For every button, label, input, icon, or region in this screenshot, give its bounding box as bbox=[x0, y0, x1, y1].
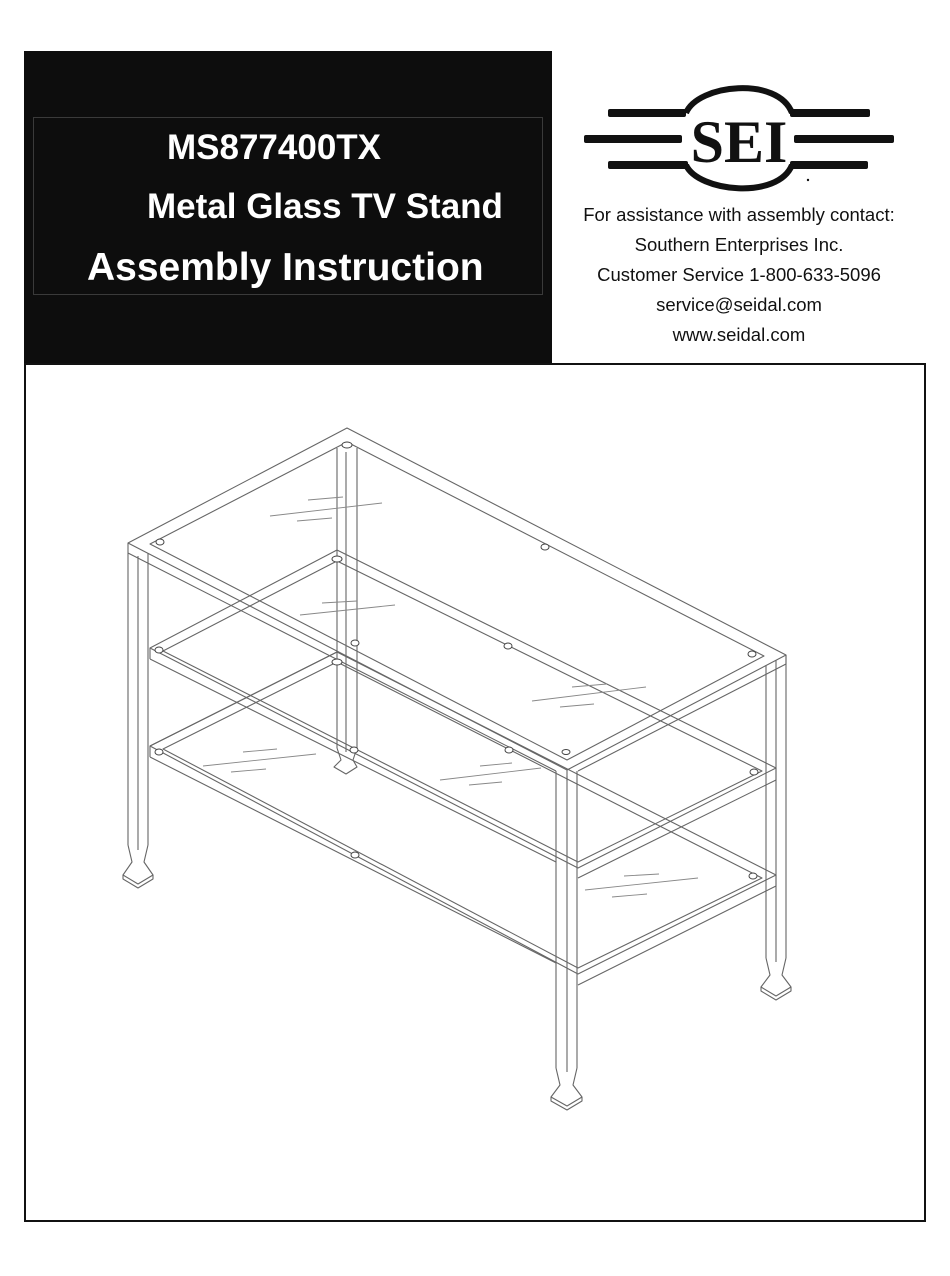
back-right-leg bbox=[760, 655, 792, 1001]
title-block: MS877400TX Metal Glass TV Stand Assembly… bbox=[24, 51, 552, 363]
title-rule-box bbox=[33, 117, 543, 295]
front-right-leg bbox=[550, 771, 583, 1111]
middle-shelf bbox=[149, 549, 777, 879]
svg-text:SEI: SEI bbox=[691, 109, 788, 175]
company-name: Southern Enterprises Inc. bbox=[634, 234, 844, 255]
document-title: Assembly Instruction bbox=[87, 246, 484, 289]
bottom-shelf bbox=[149, 651, 777, 986]
sei-logo-icon: SEI bbox=[584, 85, 894, 192]
product-name: Metal Glass TV Stand bbox=[147, 187, 503, 226]
top-shelf bbox=[127, 427, 787, 781]
model-number: MS877400TX bbox=[167, 128, 382, 167]
website-link[interactable]: www.seidal.com bbox=[672, 324, 806, 345]
customer-service-phone: Customer Service 1-800-633-5096 bbox=[597, 264, 881, 285]
illustration-frame bbox=[24, 363, 926, 1222]
service-email[interactable]: service@seidal.com bbox=[656, 294, 822, 315]
contact-info: For assistance with assembly contact: So… bbox=[556, 200, 922, 350]
glass-reflections bbox=[202, 496, 699, 898]
glass-clips bbox=[154, 441, 759, 880]
assistance-intro: For assistance with assembly contact: bbox=[583, 204, 895, 225]
front-left-leg bbox=[122, 553, 154, 889]
